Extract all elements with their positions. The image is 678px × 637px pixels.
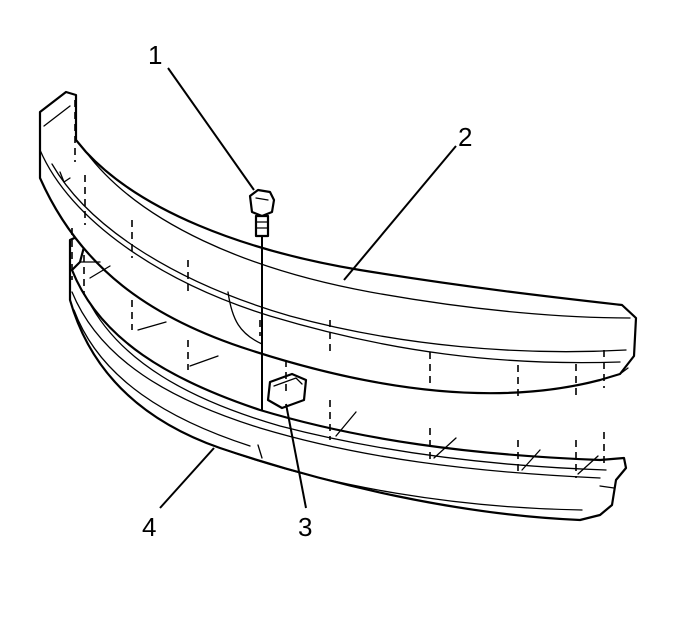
callout-4-label: 4 [142,512,156,542]
leader-line-4 [159,447,215,509]
callout-leaders [159,67,457,509]
leader-line-3 [285,403,307,509]
bumper-fascia [38,90,638,395]
clip-tick-marks [79,261,599,475]
callout-1-label: 1 [148,40,162,70]
clip-nut [266,360,308,410]
leader-line-1 [167,67,255,191]
callout-2-label: 2 [458,122,472,152]
callout-3-label: 3 [298,512,312,542]
callout-labels: 1 2 3 4 [142,40,472,542]
bumper-reinforcement [68,230,628,522]
leader-line-2 [343,145,457,281]
bolt [248,188,276,410]
